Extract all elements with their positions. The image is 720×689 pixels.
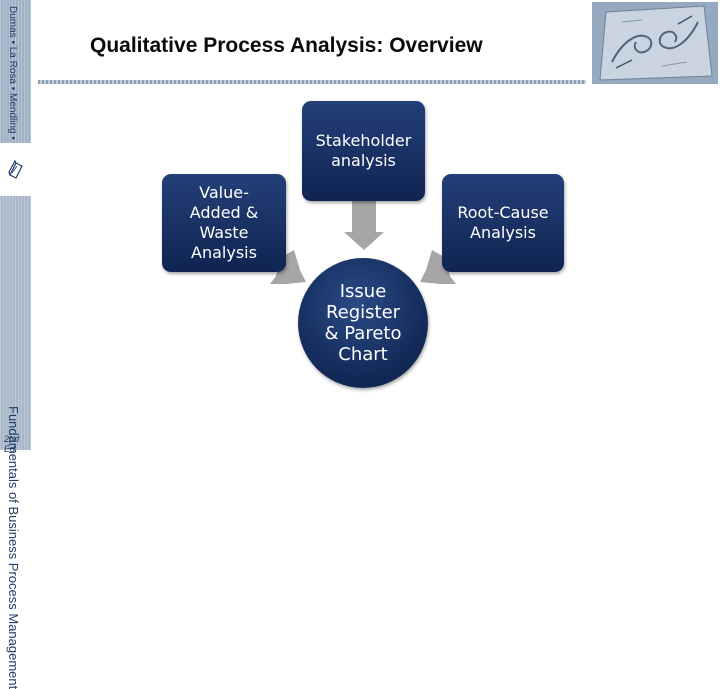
edition-label: 2nd Ed. [4, 434, 20, 454]
book-icon [0, 143, 31, 196]
title-divider [38, 80, 586, 84]
stakeholder-analysis-label: Stakeholder analysis [315, 131, 412, 170]
root-cause-node: Root-Cause Analysis [442, 174, 564, 272]
value-added-waste-node: Value-Added & Waste Analysis [162, 174, 286, 272]
issue-register-label: Issue Register & Pareto Chart [324, 281, 402, 365]
issue-register-node: Issue Register & Pareto Chart [298, 258, 428, 388]
drawing-hands-image [592, 2, 718, 84]
side-band-top: Dumas • La Rosa • Mendling • Reijers [0, 0, 31, 174]
diagram-arrows [270, 201, 456, 284]
arrow-right-down [270, 250, 306, 284]
page-title: Qualitative Process Analysis: Overview [90, 34, 483, 57]
stakeholder-analysis-node: Stakeholder analysis [302, 101, 425, 201]
arrow-left-down [420, 250, 456, 284]
root-cause-label: Root-Cause Analysis [457, 203, 549, 242]
authors-label: Dumas • La Rosa • Mendling • Reijers [7, 6, 18, 174]
value-added-waste-label: Value-Added & Waste Analysis [189, 183, 259, 262]
arrow-down [344, 201, 384, 250]
